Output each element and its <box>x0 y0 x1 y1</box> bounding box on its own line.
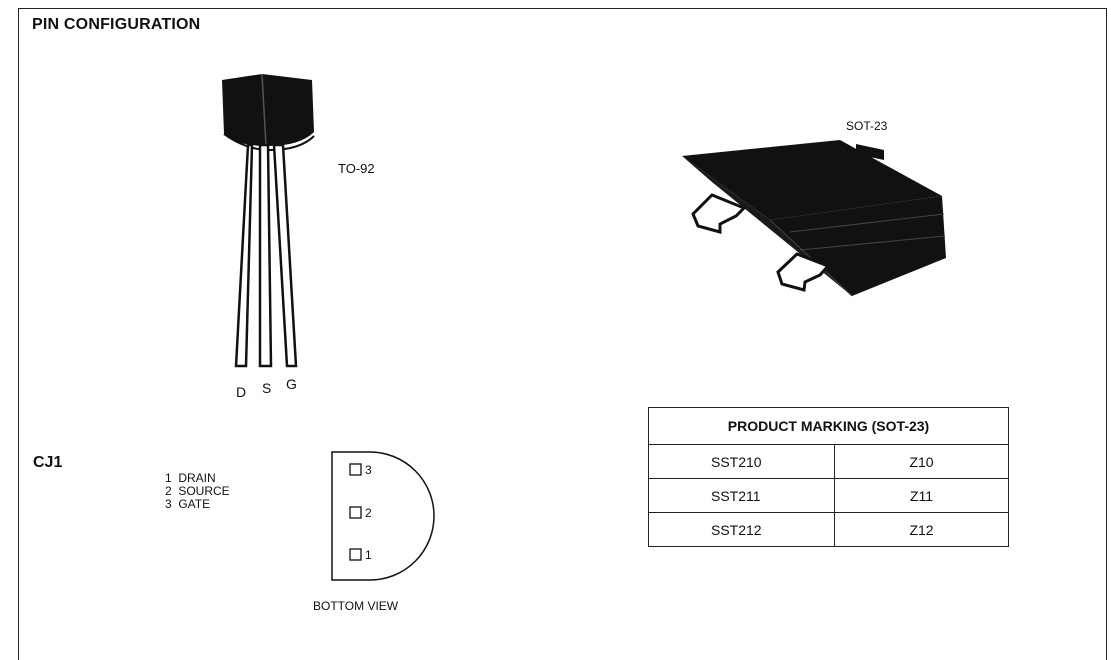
pin-list-item: 1 DRAIN <box>165 471 216 485</box>
page-title: PIN CONFIGURATION <box>32 16 201 33</box>
bottom-view-label: BOTTOM VIEW <box>313 599 399 613</box>
cj1-label: CJ1 <box>33 454 63 471</box>
pin-label-gate: G <box>286 376 297 392</box>
figure-frame <box>18 8 1107 660</box>
pad-number: 1 <box>365 548 372 562</box>
pin-list-item: 2 SOURCE <box>165 484 230 498</box>
table-row: SST210 Z10 <box>648 444 1009 479</box>
pin-label-source: S <box>262 380 272 396</box>
table-header-row: PRODUCT MARKING (SOT-23) <box>648 407 1009 445</box>
table-header: PRODUCT MARKING (SOT-23) <box>648 407 1009 445</box>
to92-label: TO-92 <box>338 161 375 176</box>
pin-list-item: 3 GATE <box>165 497 211 511</box>
table-row: SST211 Z11 <box>648 478 1009 513</box>
marking-code-cell: Z11 <box>834 478 1009 513</box>
part-number-cell: SST211 <box>648 478 835 513</box>
marking-code-cell: Z10 <box>834 444 1009 479</box>
marking-code-cell: Z12 <box>834 512 1009 547</box>
product-marking-table: PRODUCT MARKING (SOT-23) SST210 Z10 SST2… <box>648 407 1009 547</box>
pad-number: 3 <box>365 463 372 477</box>
part-number-cell: SST210 <box>648 444 835 479</box>
sot23-label: SOT-23 <box>846 119 888 133</box>
pin-label-drain: D <box>236 384 247 400</box>
pad-number: 2 <box>365 506 372 520</box>
pin-list: 1 DRAIN 2 SOURCE 3 GATE <box>165 472 230 511</box>
part-number-cell: SST212 <box>648 512 835 547</box>
table-row: SST212 Z12 <box>648 512 1009 547</box>
